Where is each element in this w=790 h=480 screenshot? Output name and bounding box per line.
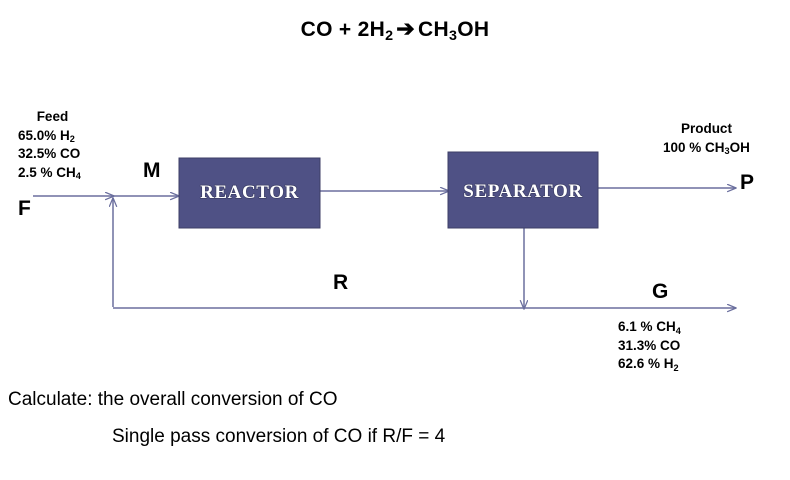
reaction-reactants: CO + 2H: [300, 18, 386, 41]
feed-component-species: CO: [60, 146, 81, 162]
product-header: Product: [680, 121, 732, 136]
feed-component-subscript: 4: [75, 171, 81, 182]
product-component-subscript: 3: [724, 146, 730, 157]
product-component-value: 100 %: [663, 139, 702, 155]
gas-component-row: 6.1 % CH4: [618, 318, 681, 337]
feed-component-value: 32.5%: [18, 146, 57, 162]
reaction-product-head: CH: [418, 18, 449, 41]
stream-label-feed: F: [18, 197, 31, 220]
feed-component-species: CH: [56, 164, 76, 180]
feed-component-row: 32.5% CO: [18, 145, 81, 164]
separator-box[interactable]: [447, 151, 599, 229]
feed-component-row: 65.0% H2: [18, 127, 81, 146]
feed-component-value: 2.5 %: [18, 164, 53, 180]
feed-header: Feed: [36, 109, 69, 124]
feed-component-subscript: 2: [69, 134, 75, 145]
question-line-2: Single pass conversion of CO if R/F = 4: [112, 426, 446, 447]
gas-composition-note: 6.1 % CH4 31.3% CO 62.6 % H2: [618, 318, 681, 374]
stream-label-product: P: [740, 171, 755, 194]
question-line-1: Calculate: the overall conversion of CO: [8, 389, 338, 410]
reaction-arrow-icon: ➔: [396, 16, 416, 41]
gas-component-value: 31.3%: [618, 337, 657, 353]
feed-component-species: H: [60, 127, 70, 143]
gas-component-species: CH: [656, 319, 676, 334]
reactor-box[interactable]: [178, 157, 321, 229]
separator-label: SEPARATOR: [463, 181, 582, 202]
gas-component-row: 31.3% CO: [618, 337, 681, 356]
product-component-row: 100 % CH3OH: [663, 139, 750, 158]
gas-component-species: H: [663, 356, 674, 372]
reaction-product-tail: OH: [457, 18, 490, 41]
product-composition-note: Product 100 % CH3OH: [663, 120, 750, 157]
stream-label-gas: G: [652, 280, 669, 303]
gas-component-value: 6.1 %: [618, 319, 653, 334]
stream-label-mixed: M: [143, 159, 161, 182]
stream-label-recycle: R: [333, 271, 349, 294]
gas-component-subscript: 4: [675, 325, 681, 336]
reactor-label: REACTOR: [200, 182, 299, 203]
gas-component-row: 62.6 % H2: [618, 355, 681, 374]
reactant-subscript: 2: [385, 27, 394, 44]
feed-component-value: 65.0%: [18, 127, 57, 143]
product-component-species: CH: [705, 139, 725, 155]
gas-component-species: CO: [660, 337, 681, 353]
feed-component-row: 2.5 % CH4: [18, 164, 81, 183]
gas-component-value: 62.6 %: [618, 356, 661, 372]
reaction-equation-title: CO + 2H2➔CH3OH: [0, 16, 790, 44]
feed-composition-note: Feed 65.0% H2 32.5% CO 2.5 % CH4: [18, 108, 81, 183]
product-subscript: 3: [448, 27, 458, 44]
gas-component-subscript: 2: [673, 362, 679, 373]
product-component-species-tail: OH: [729, 139, 750, 155]
